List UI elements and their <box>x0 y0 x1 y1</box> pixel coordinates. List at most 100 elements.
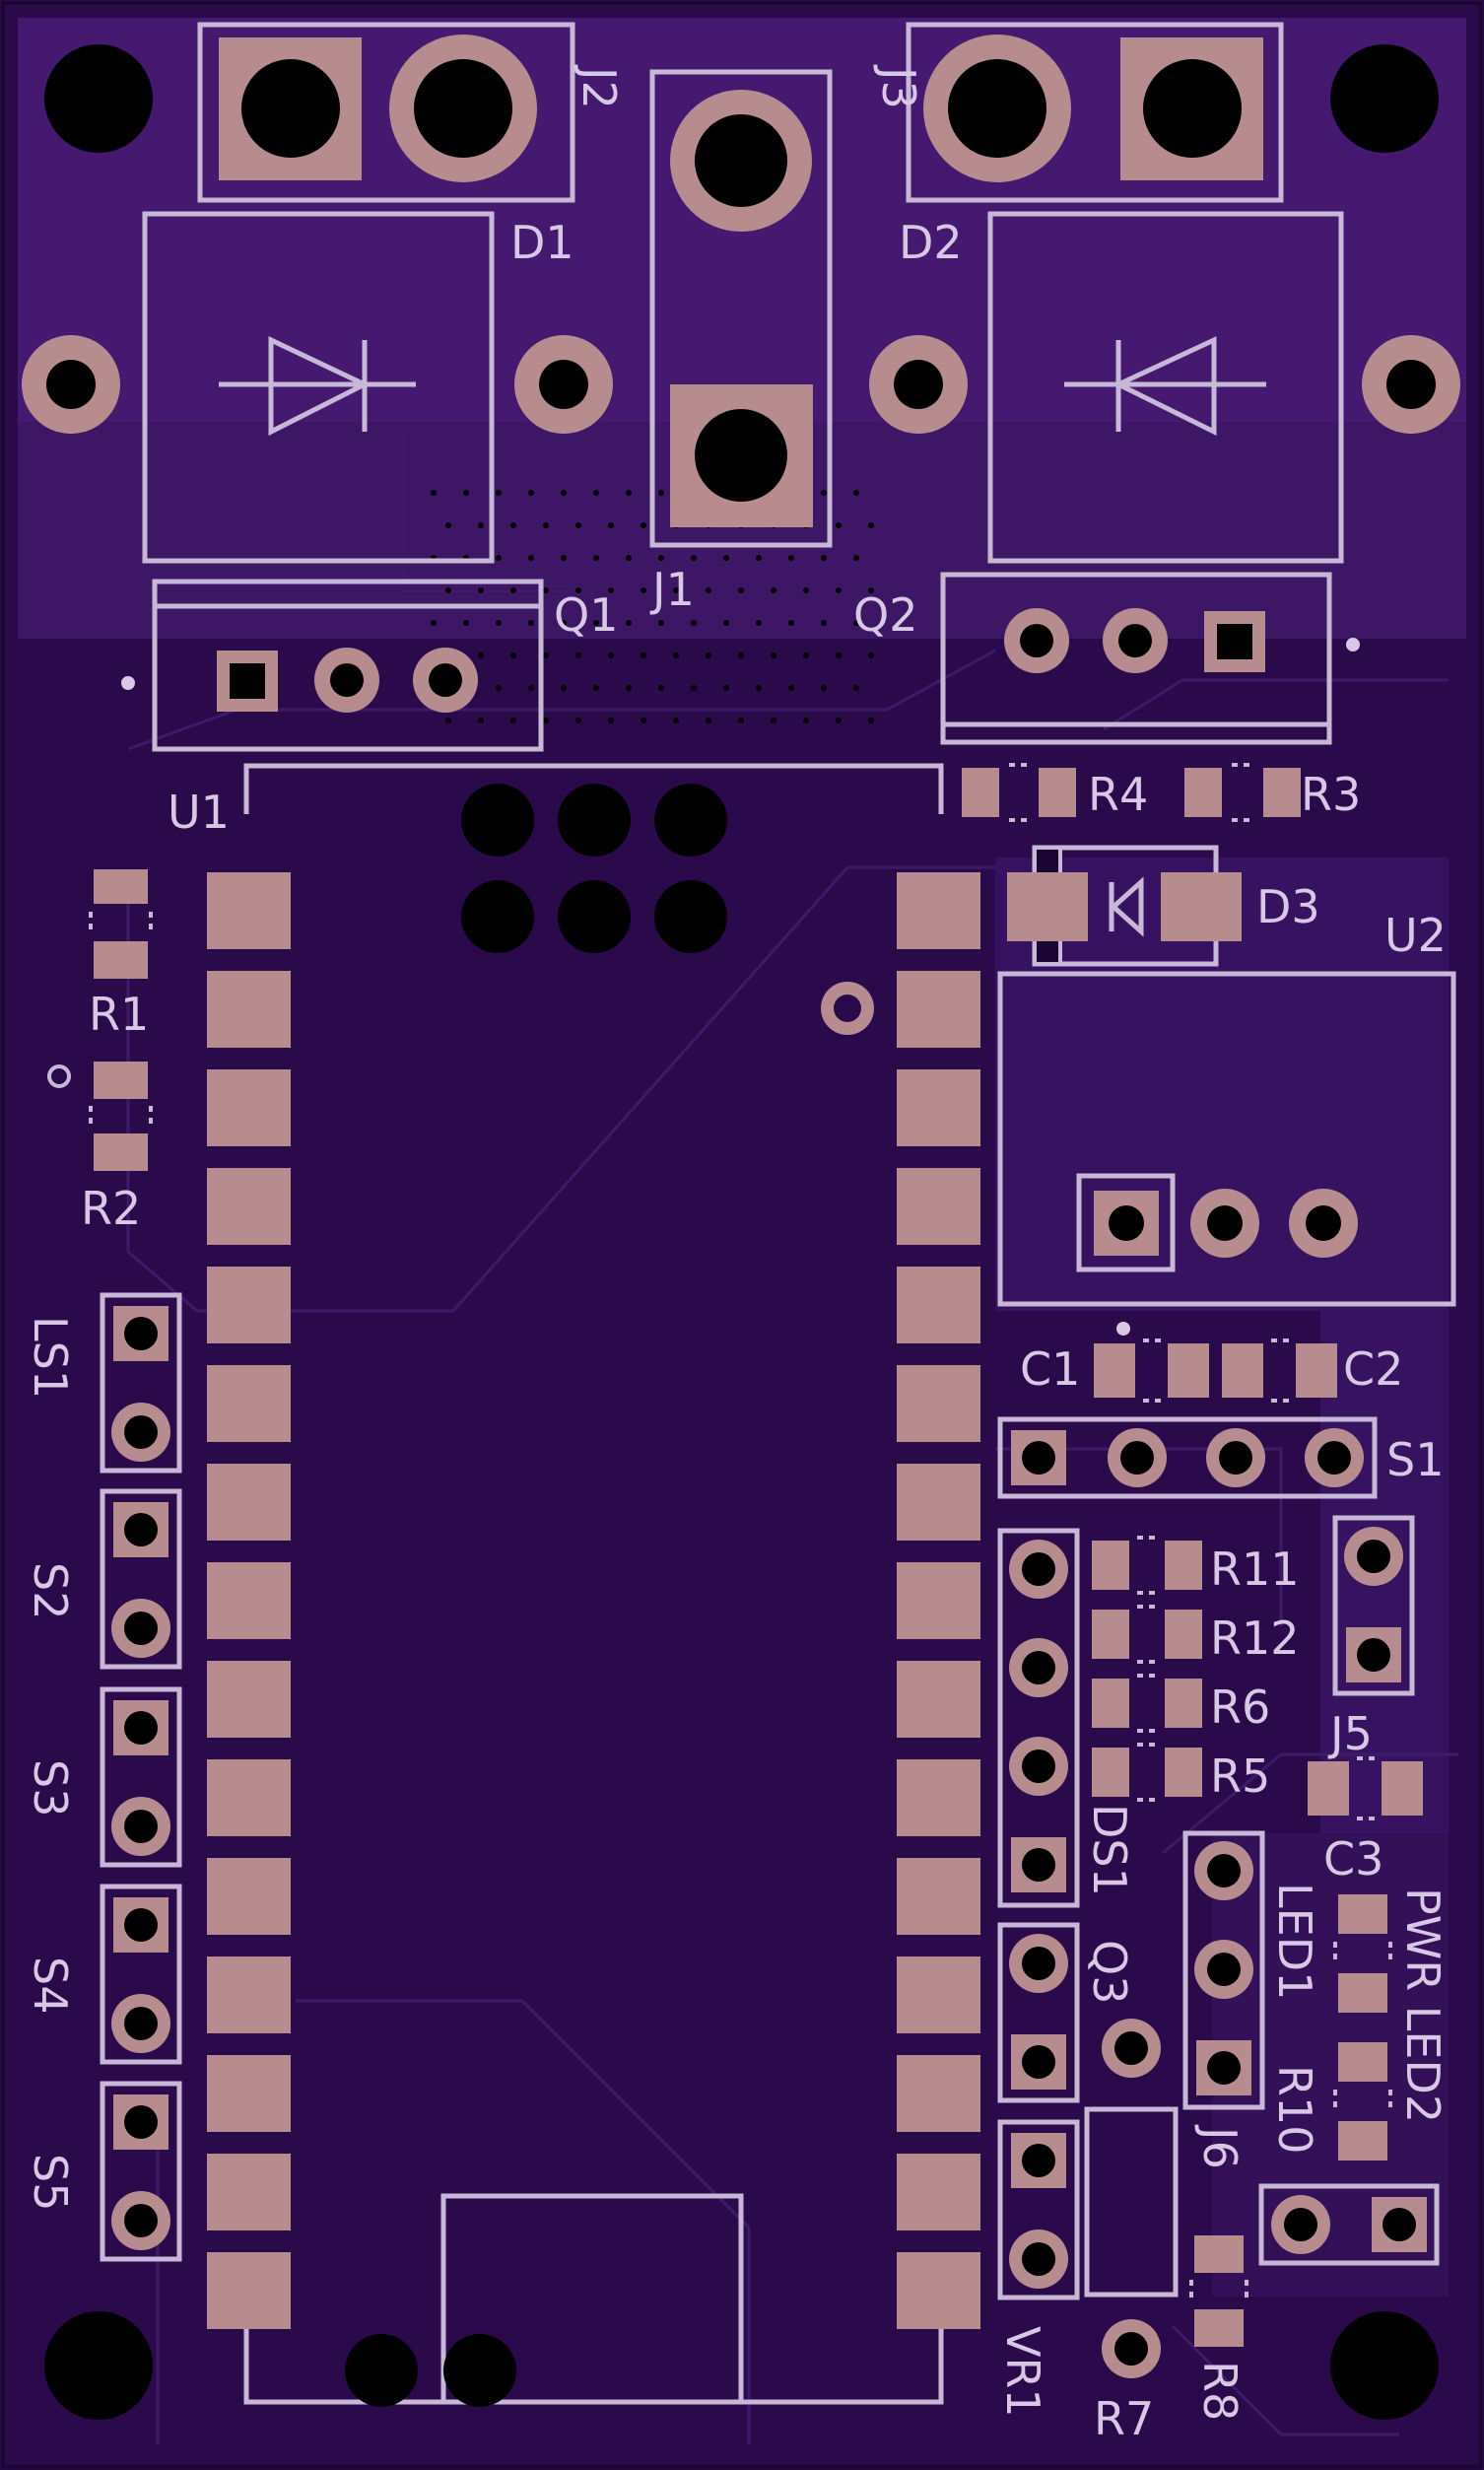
resistor-r5: R5 <box>1092 1743 1270 1803</box>
via <box>608 522 614 528</box>
via <box>836 652 842 658</box>
label-c1: C1 <box>1020 1342 1080 1396</box>
via <box>853 685 859 691</box>
resistor-r12: R12 <box>1092 1605 1300 1665</box>
u1-pad-left <box>207 1759 291 1836</box>
via <box>543 522 549 528</box>
label-ds1: DS1 <box>1083 1804 1136 1896</box>
via <box>706 718 711 723</box>
via <box>528 685 534 691</box>
via <box>626 685 632 691</box>
via <box>821 685 827 691</box>
u1-pad-right <box>897 1562 980 1639</box>
u1-pad-left <box>207 872 291 949</box>
module-u1: U1 <box>168 763 980 2407</box>
via <box>723 685 729 691</box>
resistor-r11: R11 <box>1092 1536 1300 1596</box>
u1-pad-right <box>897 1956 980 2033</box>
connector-j5: J5 <box>1327 1515 1415 1760</box>
via <box>463 620 469 626</box>
via <box>658 555 664 561</box>
via <box>478 587 484 593</box>
via <box>788 555 794 561</box>
label-s4: S4 <box>24 1956 77 2014</box>
via <box>593 490 599 496</box>
mounting-holes <box>44 44 1439 2420</box>
via <box>788 685 794 691</box>
via <box>626 620 632 626</box>
via <box>658 685 664 691</box>
u1-pad-left <box>207 1956 291 2033</box>
label-led1: LED1 <box>1268 1883 1321 2000</box>
label-j5: J5 <box>1327 1707 1373 1760</box>
label-j6: J6 <box>1193 2124 1247 2169</box>
label-r12: R12 <box>1210 1612 1300 1665</box>
via <box>478 718 484 723</box>
switch-s3: S3 <box>24 1686 182 1868</box>
via <box>658 490 664 496</box>
via <box>593 685 599 691</box>
u1-pad-right <box>897 1661 980 1738</box>
connector-j3: J3 <box>872 22 1284 203</box>
stitching-vias <box>431 490 874 723</box>
via <box>561 555 567 561</box>
via <box>626 555 632 561</box>
label-r11: R11 <box>1210 1543 1300 1596</box>
u1-pad-left <box>207 1069 291 1146</box>
u1-pad-right <box>897 1168 980 1245</box>
via <box>543 718 549 723</box>
via <box>608 718 614 723</box>
u1-pad-left <box>207 2055 291 2132</box>
label-d1: D1 <box>510 216 574 269</box>
connector-j1: J1 <box>649 69 833 616</box>
u1-pad-left <box>207 2154 291 2230</box>
via <box>510 522 516 528</box>
via <box>821 490 827 496</box>
label-j2: J2 <box>573 64 626 109</box>
label-r4: R4 <box>1088 768 1148 821</box>
via <box>510 718 516 723</box>
via <box>658 620 664 626</box>
u1-pad-left <box>207 1562 291 1639</box>
u1-pad-right <box>897 1267 980 1343</box>
label-r5: R5 <box>1210 1750 1270 1803</box>
u1-pad-right <box>897 1365 980 1442</box>
via <box>528 620 534 626</box>
via <box>510 587 516 593</box>
label-r7: R7 <box>1094 2392 1154 2445</box>
via <box>575 522 581 528</box>
via <box>528 555 534 561</box>
via <box>836 718 842 723</box>
via <box>543 587 549 593</box>
led-pwr-led2 <box>1258 2183 1440 2266</box>
via <box>868 652 874 658</box>
switch-s4: S4 <box>24 1884 182 2065</box>
resistor-r10 <box>1333 1894 1392 2161</box>
via <box>821 555 827 561</box>
resistor-r3: R3 <box>1184 763 1361 822</box>
label-s2: S2 <box>24 1562 77 1619</box>
regulator-u2: U2 <box>997 909 1456 1307</box>
u1-pad-left <box>207 1464 291 1541</box>
capacitor-c1: C1 <box>1020 1322 1209 1403</box>
via <box>771 652 776 658</box>
via <box>673 587 679 593</box>
u1-pad-left <box>207 1267 291 1343</box>
resistor-r8: R8 <box>1189 2235 1248 2421</box>
via <box>723 555 729 561</box>
via <box>641 652 646 658</box>
header-s1: S1 <box>997 1416 1444 1499</box>
resistor-r2: R2 <box>81 1062 153 1235</box>
u1-pad-left <box>207 1858 291 1935</box>
via <box>723 620 729 626</box>
u1-pad-right <box>897 1759 980 1836</box>
label-c3: C3 <box>1323 1832 1383 1886</box>
connector-j2: J2 <box>197 22 626 203</box>
via <box>836 522 842 528</box>
label-vr1: VR1 <box>996 2326 1049 2418</box>
label-r6: R6 <box>1210 1681 1270 1734</box>
transistor-q3: Q3 <box>997 1922 1161 2103</box>
via <box>868 522 874 528</box>
via <box>738 652 744 658</box>
